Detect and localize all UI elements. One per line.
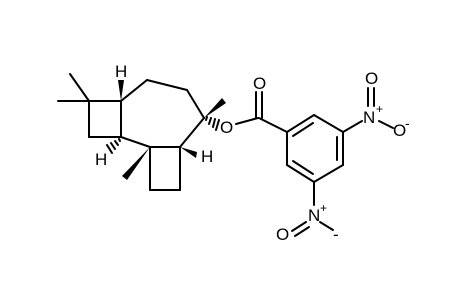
- atom-label-o: O: [253, 74, 266, 93]
- hashed-bond: [205, 116, 220, 131]
- wedge-bond: [122, 147, 150, 180]
- bond: [313, 164, 344, 183]
- double-bond: [291, 221, 307, 232]
- atom-label-h: H: [201, 147, 213, 166]
- double-bond: [292, 122, 314, 137]
- atom-label-h: H: [95, 150, 107, 169]
- charge-plus: +: [320, 201, 327, 215]
- bond: [179, 117, 205, 148]
- bond: [286, 164, 315, 183]
- bond: [235, 117, 259, 125]
- atom-label-o: O: [365, 69, 378, 88]
- methyl-bond: [69, 73, 90, 102]
- bond: [378, 120, 394, 129]
- bond: [342, 120, 363, 133]
- bond: [120, 79, 148, 102]
- bond: [120, 136, 151, 148]
- wedge-bond: [118, 80, 124, 101]
- atom-label-o: O: [276, 225, 289, 244]
- atom-label-o: -: [333, 225, 339, 244]
- bond: [186, 89, 205, 119]
- bond: [313, 114, 344, 133]
- atom-label-o: O: [393, 121, 406, 140]
- atom-label-h: H: [115, 62, 127, 81]
- charge-minus: -: [405, 115, 410, 131]
- atom-label-o: O: [220, 118, 233, 137]
- atom-label-n: N: [363, 108, 375, 127]
- double-bond: [292, 160, 314, 175]
- bond: [286, 114, 315, 133]
- hashed-bond: [106, 138, 121, 154]
- wedge-bond: [204, 98, 226, 118]
- wedge-bond: [180, 147, 197, 158]
- charge-plus: +: [376, 102, 383, 116]
- bond: [319, 221, 334, 231]
- bond: [258, 117, 288, 133]
- double-bond: [294, 226, 310, 237]
- atom-label-n: N: [308, 206, 320, 225]
- bond: [146, 79, 188, 91]
